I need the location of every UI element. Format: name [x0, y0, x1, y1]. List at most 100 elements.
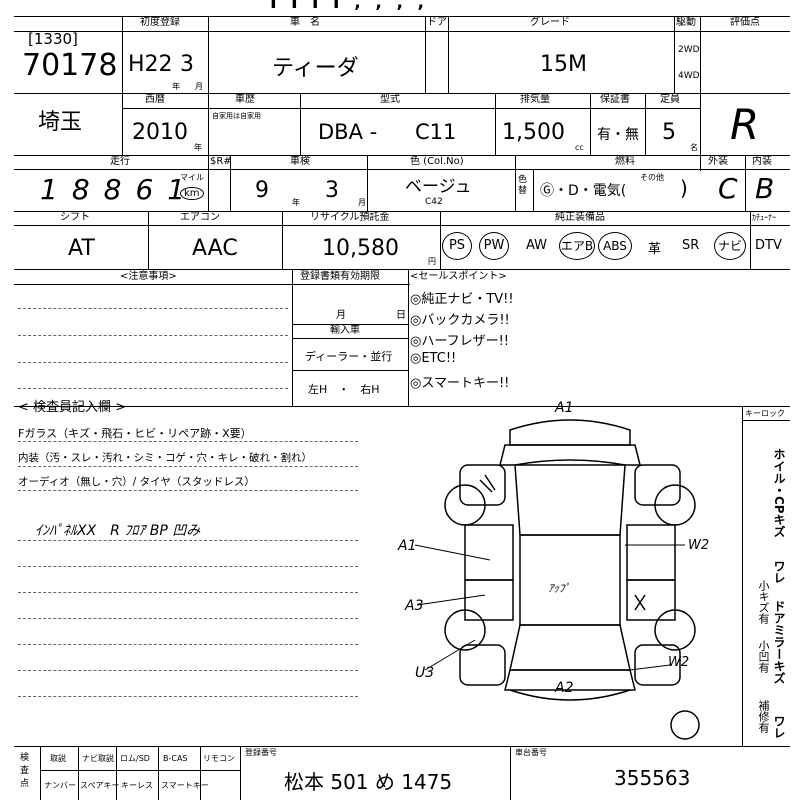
- sales-point: ◎バックカメラ!!: [410, 313, 510, 328]
- label-sales-points: <セールスポイント>: [410, 271, 507, 282]
- equip-sr: SR: [682, 238, 700, 253]
- unit-month-3: 月: [358, 198, 366, 207]
- inspection-month: 3: [325, 178, 339, 203]
- grade-value: 15M: [540, 52, 587, 77]
- dealer-value: ディーラー・並行: [305, 350, 393, 363]
- label-displacement: 排気量: [520, 94, 550, 105]
- type-prefix: DBA -: [318, 120, 378, 144]
- label-key-lock: キーロック: [745, 409, 785, 418]
- label-inspection: 車検: [290, 156, 310, 167]
- label-notes: <注意事項>: [120, 271, 177, 282]
- label-chassis-no: 車台番号: [515, 748, 547, 757]
- footer-item: B-CAS: [163, 754, 188, 763]
- side-note: ワレ: [772, 715, 786, 739]
- color-value: ベージュ: [405, 177, 472, 197]
- footer-item: ロム/SD: [120, 754, 150, 763]
- label-score: 評価点: [730, 17, 760, 28]
- mark-roof: ｱｯﾌﾟ: [548, 582, 570, 595]
- equip-navi: ナビ: [714, 232, 746, 260]
- mark-rear: A2: [555, 680, 574, 696]
- recycle-value: 10,580: [322, 236, 399, 261]
- inspector-line-glass: Fガラス（キズ・飛石・ヒビ・リペア跡・X要）: [18, 427, 252, 440]
- side-note: ドアミラーキズ: [772, 600, 786, 684]
- label-import: 輸入車: [330, 325, 360, 336]
- label-region: 西暦: [145, 94, 165, 105]
- label-capacity: 定員: [660, 94, 680, 105]
- label-drive: 駆動: [676, 17, 696, 28]
- mark-left-mid: A3: [405, 598, 424, 614]
- exterior-value: C: [718, 172, 738, 205]
- sales-point: ◎ハーフレザー!!: [410, 334, 509, 349]
- mark-leader-lines: [414, 544, 685, 671]
- unit-year-3: 年: [292, 198, 300, 207]
- footer-item: 取説: [50, 754, 66, 763]
- equipment-list: PS PW AW エアB ABS 革 SR ナビ DTV: [442, 232, 792, 262]
- label-color: 色 (Col.No): [410, 156, 464, 167]
- reg-year: 2010: [132, 120, 188, 145]
- unit-year-2: 年: [194, 143, 202, 152]
- capacity-value: 5: [662, 120, 676, 145]
- label-equipment: 純正装備品: [555, 212, 605, 223]
- label-cooler: ｶﾁｭｰﾅｰ: [752, 213, 776, 222]
- displacement-value: 1,500: [502, 120, 565, 145]
- label-warranty: 保証書: [600, 94, 630, 105]
- side-note: 補修有: [757, 700, 770, 733]
- label-tone: 色替: [518, 175, 528, 196]
- label-reg-expiry: 登録書類有効期限: [300, 271, 380, 282]
- footer-item: ナンバー: [44, 781, 76, 790]
- label-grade: グレード: [530, 17, 570, 28]
- mileage-value: 18861: [40, 173, 200, 206]
- inspection-year: 9: [255, 178, 269, 203]
- equip-ps: PS: [442, 232, 472, 260]
- label-interior: 内装: [752, 156, 772, 167]
- mileage-unit-km: km: [180, 187, 204, 200]
- equip-dtv: DTV: [755, 238, 782, 253]
- inspector-line-interior: 内装（汚・スレ・汚れ・シミ・コゲ・穴・キレ・破れ・割れ）: [18, 452, 312, 464]
- expiry-month: 月: [336, 310, 346, 321]
- unit-nin: 名: [690, 143, 698, 152]
- aircon-value: AAC: [192, 236, 238, 261]
- fuel-value: Ⓖ・D・電気(: [540, 183, 627, 199]
- outer-frame: [14, 16, 790, 793]
- interior-value: B: [755, 172, 775, 205]
- chassis-number: 355563: [614, 766, 691, 790]
- sheet-title: Ⅰ Ⅰ Ⅰ Ⅰ ‚ ‚ ‚ ‚: [270, 0, 429, 13]
- label-mileage: 走行: [110, 156, 130, 167]
- footer-item: スマートキー: [161, 781, 209, 790]
- side-note: 小凹有: [757, 640, 770, 673]
- label-exterior: 外装: [708, 156, 728, 167]
- label-car-history: 車歴: [235, 94, 255, 105]
- handle-value: 左H ・ 右H: [308, 383, 380, 396]
- label-first-reg: 初度登録: [140, 17, 180, 28]
- mark-right-front: W2: [688, 538, 710, 553]
- label-aircon: エアコン: [180, 212, 220, 223]
- sales-point: ◎純正ナビ・TV!!: [410, 292, 514, 307]
- label-door: ドア: [427, 17, 447, 28]
- unit-yen: 円: [428, 257, 436, 266]
- footer-item: リモコン: [203, 754, 235, 763]
- model-name: ティーダ: [272, 56, 359, 81]
- handwritten-note: ｲﾝﾊﾟﾈﾙXX R ﾌﾛｱ BP 凹み: [35, 523, 201, 539]
- label-type: 型式: [380, 94, 400, 105]
- equip-leather: 革: [648, 242, 662, 257]
- shift-value: AT: [68, 236, 95, 261]
- label-reg-no: 登録番号: [245, 748, 277, 757]
- fuel-other: その他: [640, 173, 664, 182]
- color-no: C42: [425, 197, 443, 207]
- unit-year-1: 年: [172, 82, 180, 91]
- reg-era: H22: [128, 52, 173, 77]
- unit-cc: cc: [575, 143, 584, 152]
- side-note: 小キズ有: [757, 580, 770, 624]
- prefecture: 埼玉: [38, 110, 83, 135]
- label-odo: $R#: [210, 156, 232, 167]
- footer-item: スペアキー: [80, 781, 120, 790]
- reg-number: 松本 501 め 1475: [284, 770, 453, 794]
- sales-point: ◎ETC!!: [410, 351, 457, 366]
- mark-right-rear: W2: [668, 655, 690, 670]
- label-recycle: リサイクル預託金: [310, 212, 390, 223]
- mark-left-rear: U3: [415, 665, 435, 681]
- lot-number: 70178: [22, 48, 118, 83]
- side-note: ホイル・CPキズ: [772, 448, 786, 538]
- score-value: R: [730, 100, 760, 149]
- fuel-close: ): [680, 176, 688, 200]
